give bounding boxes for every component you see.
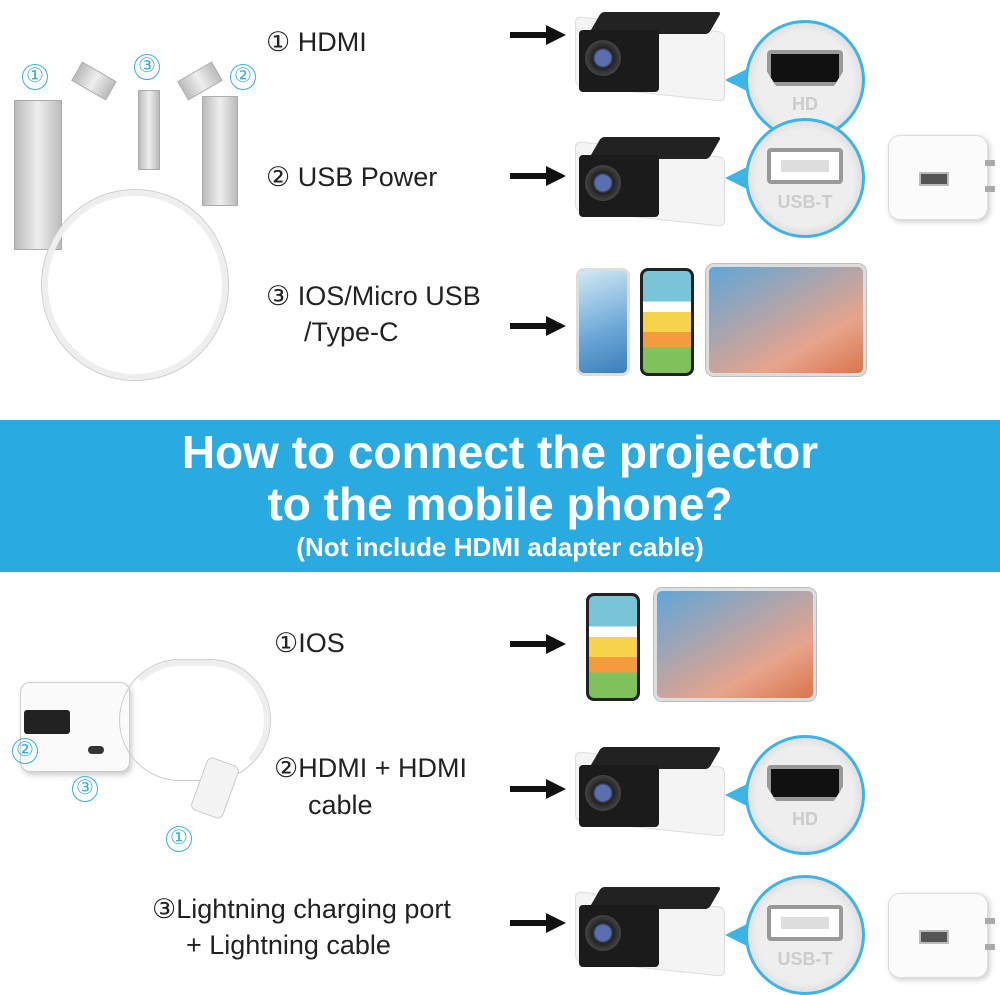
adapter-cable (120, 660, 270, 780)
banner-title-line2: to the mobile phone? (267, 478, 733, 530)
hdmi-port-closeup: HD (725, 735, 865, 855)
iphone-image (586, 593, 640, 701)
bottom-label-hdmi-line2: cable (308, 790, 373, 820)
arrow-right-icon (510, 316, 566, 336)
title-banner: How to connect the projector to the mobi… (0, 420, 1000, 572)
ipad-image (706, 264, 866, 376)
iphone-image (640, 268, 694, 376)
three-in-one-cable-image: ① ③ ② (0, 50, 260, 390)
arrow-right-icon (510, 634, 566, 654)
banner-subtitle: (Not include HDMI adapter cable) (296, 532, 704, 562)
bottom-label-hdmi-line1: ②HDMI + HDMI (274, 753, 467, 783)
bottom-label-ios: ①IOS (274, 628, 345, 658)
top-label-hdmi: ① HDMI (266, 27, 367, 57)
usb-port-closeup: USB-T (725, 875, 865, 995)
projector-image (575, 135, 725, 227)
micro-usb-plug (138, 90, 160, 170)
projector-image (575, 10, 725, 102)
adapter-lightning-port (88, 746, 104, 754)
cable-loop (42, 190, 228, 380)
bottom-label-lightning-line2: + Lightning cable (186, 930, 391, 960)
arrow-right-icon (510, 913, 566, 933)
projector-image (575, 885, 725, 977)
hdmi-port-closeup: HD (725, 20, 865, 140)
usb-plug (202, 96, 238, 206)
adapter-hdmi-port (24, 710, 70, 734)
bottom-label-lightning-line1: ③Lightning charging port (152, 894, 451, 924)
usb-port-closeup: USB-T (725, 118, 865, 238)
marker-hdmi-port: ② (12, 738, 38, 764)
top-label-usb-power: ② USB Power (266, 162, 438, 192)
type-c-plug-left (71, 61, 117, 101)
banner-title-line1: How to connect the projector (181, 426, 819, 478)
ipad-image (654, 588, 816, 701)
usb-charger-image (888, 135, 995, 220)
top-label-ios-line2: /Type-C (304, 317, 399, 347)
arrow-right-icon (510, 25, 566, 45)
android-phone-image (576, 268, 630, 376)
usb-charger-image (888, 893, 995, 978)
marker-usb: ② (230, 64, 256, 90)
hdmi-plug (14, 100, 62, 250)
type-c-plug-right (177, 61, 223, 101)
lightning-hdmi-adapter-image: ② ③ ① (0, 650, 280, 860)
top-label-ios-line1: ③ IOS/Micro USB (266, 281, 481, 311)
marker-hdmi: ① (22, 64, 48, 90)
arrow-right-icon (510, 166, 566, 186)
marker-lightning-port: ③ (72, 776, 98, 802)
marker-lightning: ③ (134, 54, 160, 80)
marker-lightning-plug: ① (166, 826, 192, 852)
projector-image (575, 745, 725, 837)
arrow-right-icon (510, 779, 566, 799)
